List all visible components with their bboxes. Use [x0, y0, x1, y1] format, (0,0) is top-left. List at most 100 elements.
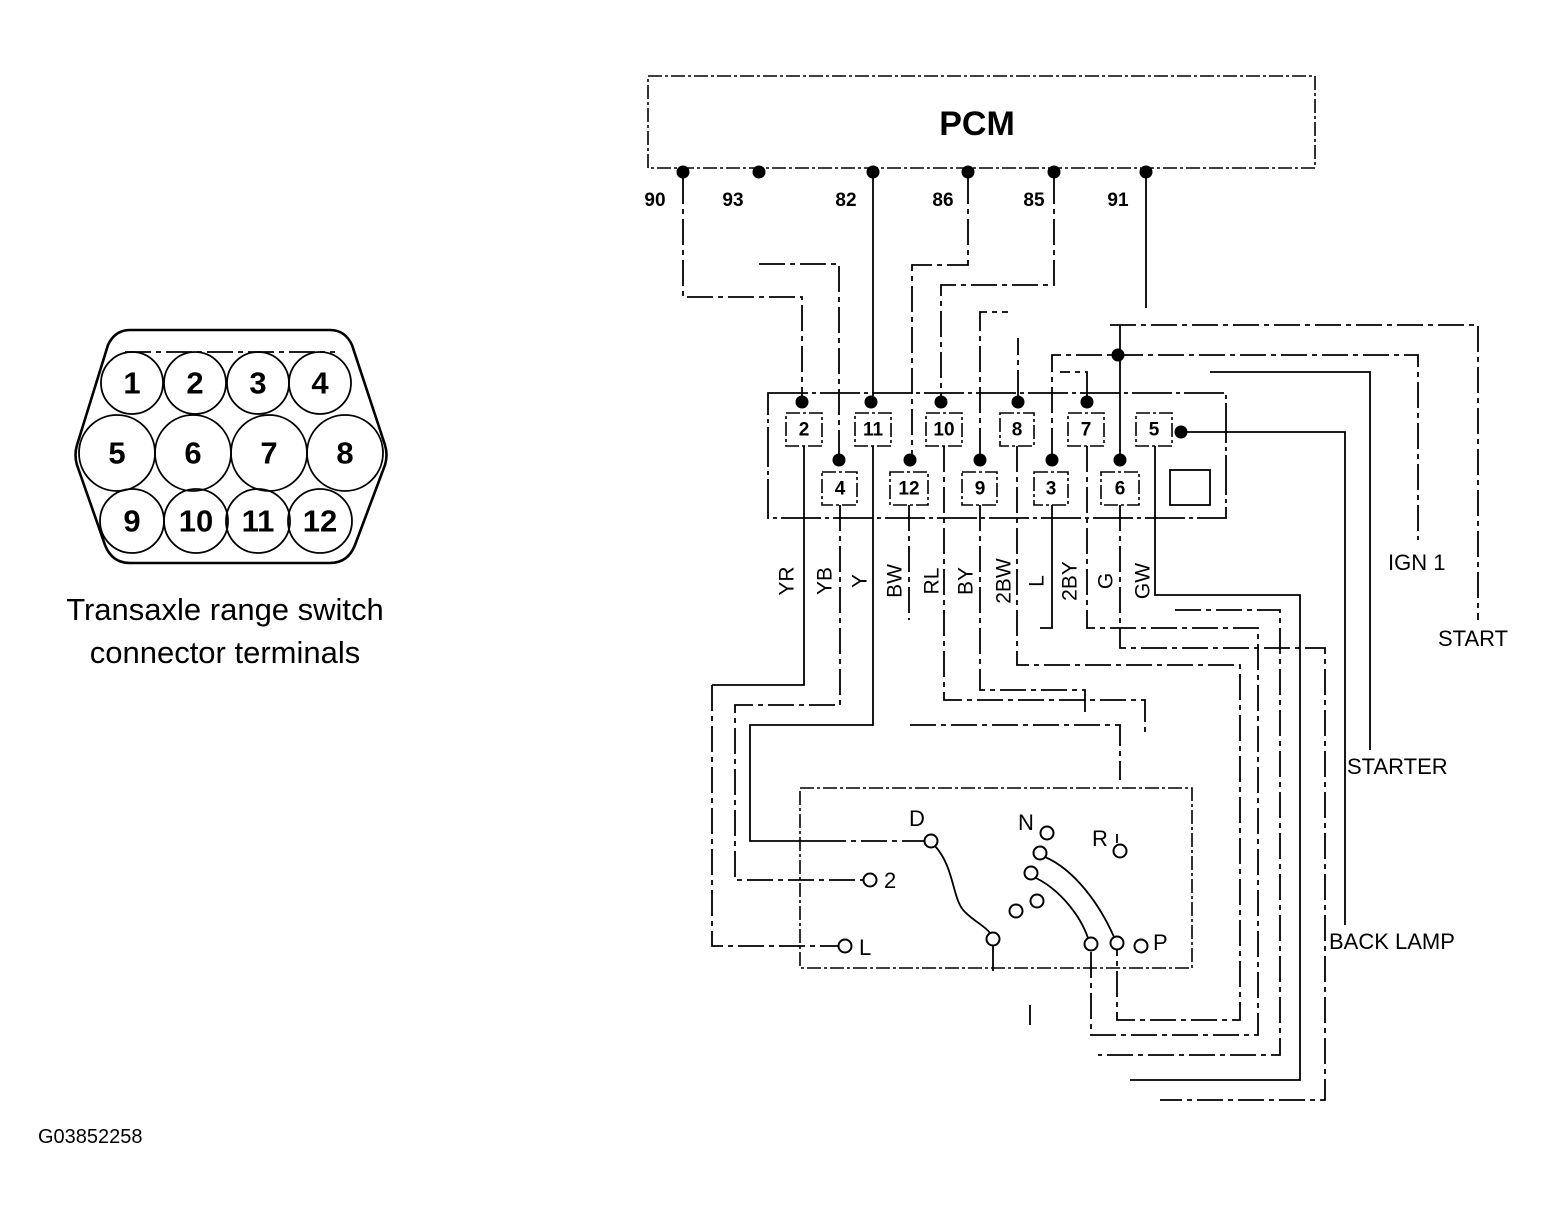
terminal-dot: [1113, 453, 1127, 467]
pcm-pin-dot: [752, 165, 766, 179]
wire-pcm-90: [682, 178, 803, 396]
cavity-number: 9: [123, 504, 140, 539]
terminal-dot: [1011, 395, 1025, 409]
wire-color-label: YR: [776, 566, 799, 595]
circuit-label-start: START: [1438, 626, 1508, 651]
connector-face-view: 1 2 3 4 5 6 7 8 9 10 11 12 Transaxle ran…: [66, 328, 388, 670]
connector-cavity-1: [100, 351, 164, 415]
lower-wiring: [711, 446, 1326, 1101]
terminal-label: 4: [835, 479, 846, 500]
terminal-box: [889, 471, 929, 506]
pcm-pin-dot: [1047, 165, 1061, 179]
terminal-dot: [795, 395, 809, 409]
switch-contact-arm: [1035, 877, 1089, 939]
wire-color-label: Y: [849, 574, 872, 588]
figure-id: G03852258: [38, 1126, 143, 1148]
terminal-dot: [1174, 425, 1188, 439]
wire-pcm-85: [940, 178, 1055, 396]
wire-color-label: BY: [955, 567, 978, 595]
contact-point: [1023, 865, 1039, 881]
wire-rl-branch: [910, 724, 1121, 780]
cavity-number: 7: [260, 436, 277, 471]
terminal-box: [1135, 412, 1173, 447]
wire-yb: [734, 505, 864, 881]
terminal-label: 9: [975, 479, 986, 500]
pcm-pin-dot: [1139, 165, 1153, 179]
connector-cavity-8: [306, 414, 384, 492]
pcm-pin-label: 86: [932, 190, 953, 211]
cavity-number: 8: [336, 436, 353, 471]
circuit-labels: IGN 1 START STARTER BACK LAMP: [1329, 550, 1508, 954]
wire-terminal-7: [1060, 371, 1088, 396]
contact-point-r: [1112, 843, 1128, 859]
circuit-label-back-lamp: BACK LAMP: [1329, 929, 1455, 954]
connector-cavity-2: [163, 351, 227, 415]
wire-color-label: YB: [814, 567, 837, 595]
cavity-number: 4: [311, 366, 329, 401]
connector-cavity-12: [287, 488, 353, 554]
switch-contact-arm: [1044, 856, 1115, 938]
circuit-label-ign1: IGN 1: [1388, 550, 1445, 575]
range-switch: D N R 2 L P: [799, 787, 1193, 969]
wire-pcm-86: [911, 178, 969, 454]
connector-caption-line-1: Transaxle range switch: [66, 592, 384, 627]
contact-point-2: [862, 872, 878, 888]
pcm-pin-label: 85: [1023, 190, 1045, 211]
terminal-label: 3: [1046, 479, 1057, 500]
upper-wiring: [682, 178, 1479, 925]
circuit-label-starter: STARTER: [1347, 754, 1448, 779]
pcm-label: PCM: [939, 105, 1015, 143]
terminal-label: 8: [1012, 420, 1023, 441]
terminal-dot: [973, 453, 987, 467]
terminal-dot: [934, 395, 948, 409]
wire-starter: [1210, 371, 1371, 750]
wire-terminal-4: [759, 263, 840, 454]
wire-color-label: L: [1026, 575, 1049, 587]
cavity-number: 3: [249, 366, 266, 401]
pcm-pin-dot: [676, 165, 690, 179]
contact-point-n: [1039, 825, 1055, 841]
cavity-number: 5: [108, 436, 125, 471]
terminal-label: 2: [799, 420, 810, 441]
wire-color-label: BW: [884, 564, 907, 598]
terminal-box: [1100, 471, 1140, 506]
connector-outline: [74, 328, 388, 565]
wire-color-label: G: [1095, 573, 1118, 589]
terminal-dot: [864, 395, 878, 409]
wire-yr: [712, 446, 805, 686]
terminal-box: [1067, 412, 1105, 447]
terminal-box: [1033, 471, 1069, 506]
position-label-n: N: [1018, 810, 1034, 835]
wire-g: [1119, 505, 1326, 1101]
connector-caption-line-2: connector terminals: [90, 635, 361, 670]
position-label-l: L: [859, 935, 871, 960]
terminal-label: 5: [1149, 420, 1160, 441]
pcm-pin-label: 91: [1107, 190, 1129, 211]
position-label-r: R: [1092, 826, 1108, 851]
position-label-2: 2: [884, 868, 896, 893]
terminal-label: 7: [1081, 420, 1092, 441]
wire-2bw: [1016, 446, 1241, 1021]
wire-start: [1110, 324, 1479, 620]
cavity-number: 12: [303, 504, 337, 539]
wire-y: [749, 446, 874, 842]
connector-cavity-11: [225, 488, 291, 554]
position-label-p: P: [1153, 930, 1168, 955]
pcm-pin-label: 93: [722, 190, 743, 211]
wire-color-label: GW: [1132, 563, 1155, 599]
pcm-pin-dot: [866, 165, 880, 179]
contact-point-p: [1133, 938, 1149, 954]
wire-ign1: [1051, 354, 1419, 540]
cavity-number: 10: [179, 504, 213, 539]
contact-point: [985, 931, 1001, 947]
terminal-label: 12: [898, 479, 919, 500]
pcm-pin-label: 90: [644, 190, 665, 211]
wire-back-lamp: [1181, 431, 1346, 925]
cavity-number: 11: [242, 504, 275, 539]
contact-point: [1109, 935, 1125, 951]
contact-point: [1008, 903, 1024, 919]
cavity-number: 2: [186, 366, 203, 401]
wire-color-label: 2BY: [1059, 561, 1082, 601]
wire-color-labels: YR YB Y BW RL BY 2BW L 2BY G GW: [776, 558, 1155, 604]
terminal-label: 11: [863, 420, 884, 441]
